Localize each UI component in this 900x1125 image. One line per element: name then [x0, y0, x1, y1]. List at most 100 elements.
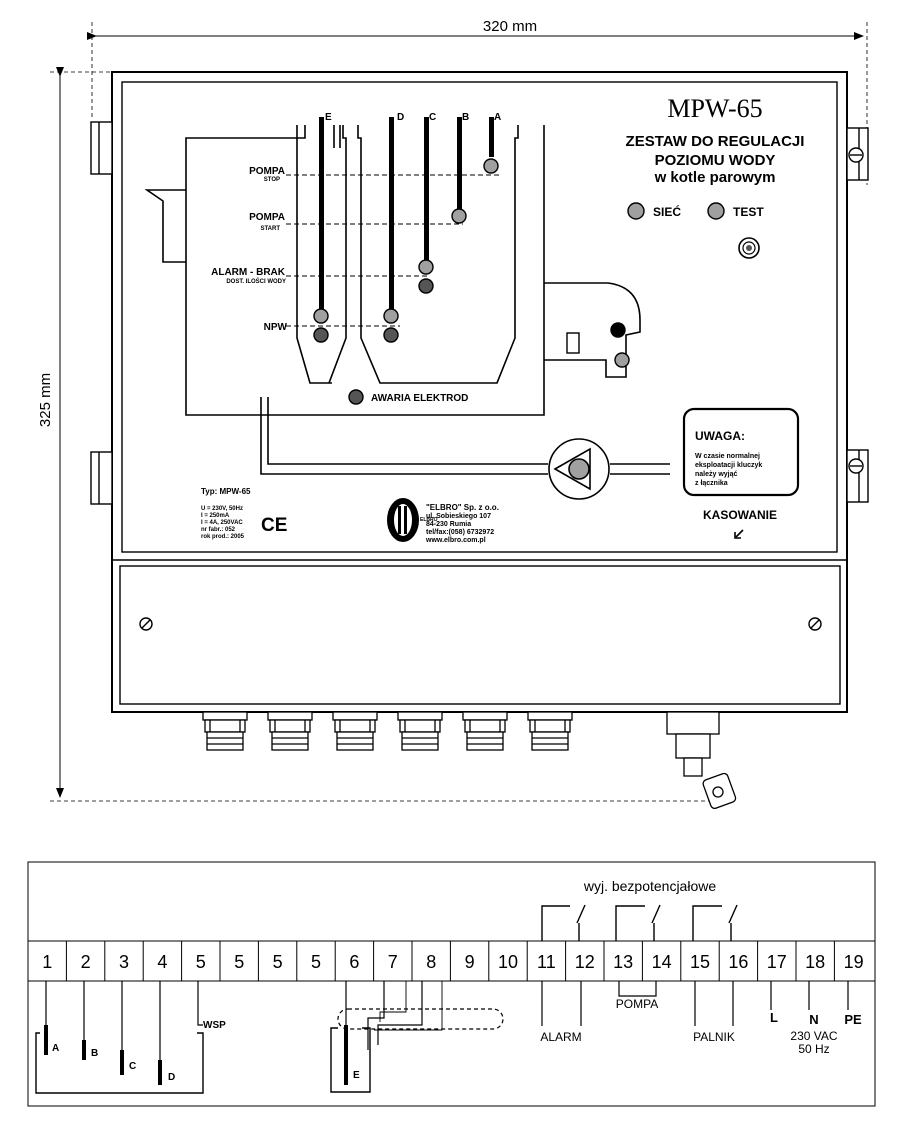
subtitle-line-1: ZESTAW DO REGULACJI	[626, 133, 805, 150]
wire-label-a: A	[52, 1043, 59, 1054]
wire-label-b: B	[91, 1048, 98, 1059]
level-pompa-start-1: POMPA	[249, 212, 285, 223]
terminal-strip	[27, 861, 876, 1107]
ce-mark: CE	[261, 515, 287, 536]
height-dimension: 325 mm	[37, 373, 54, 427]
terminal-number: 10	[498, 952, 518, 972]
level-pompa-start-2: START	[260, 226, 280, 232]
electrode-label-b: B	[462, 112, 469, 123]
company-line-5: www.elbro.com.pl	[425, 537, 486, 544]
output-alarm: ALARM	[540, 1030, 581, 1044]
company-line-4: tel/fax:(058) 6732972	[426, 529, 494, 536]
typ-line-1: Typ: MPW-65	[201, 487, 251, 496]
electrode-label-c: C	[429, 112, 436, 123]
siec-indicator-icon	[627, 202, 645, 220]
terminal-number: 5	[234, 952, 244, 972]
terminal-number: 13	[613, 952, 633, 972]
pump-icon	[548, 438, 610, 500]
elbro-logo-icon: ELBRO	[387, 498, 438, 542]
device-title: MPW-65	[667, 94, 762, 123]
electrode-tips	[313, 158, 630, 368]
terminal-number: 5	[196, 952, 206, 972]
level-alarm-2: DOST. ILOŚCI WODY	[226, 278, 286, 285]
terminal-number: 16	[728, 952, 748, 972]
company-line-2: ul. Sobieskiego 107	[426, 513, 491, 520]
terminal-header: wyj. bezpotencjałowe	[583, 878, 717, 894]
terminal-number: 14	[652, 952, 672, 972]
power-voltage: 230 VAC	[790, 1029, 837, 1043]
company-line-1: "ELBRO" Sp. z o.o.	[426, 503, 499, 512]
terminal-number: 2	[81, 952, 91, 972]
screw-icon	[139, 147, 864, 631]
svg-text:ELBRO: ELBRO	[420, 517, 438, 523]
terminal-number: 5	[311, 952, 321, 972]
siec-label: SIEĆ	[653, 204, 681, 219]
power-pe: PE	[844, 1012, 862, 1027]
test-indicator-icon	[707, 202, 725, 220]
typ-line-4: I = 4A, 250VAC	[201, 520, 243, 526]
output-pompa: POMPA	[616, 997, 658, 1011]
typ-line-2: U = 230V, 50Hz	[201, 506, 243, 512]
level-pompa-stop-2: STOP	[264, 177, 280, 183]
wire-label-wsp: WSP	[203, 1020, 226, 1031]
electrode-label-d: D	[397, 112, 404, 123]
subtitle-line-2: POZIOMU WODY	[655, 152, 776, 169]
typ-line-5: nr fabr.: 052	[201, 527, 236, 533]
uwaga-text-1: W czasie normalnej	[695, 453, 760, 460]
terminal-number: 19	[844, 952, 864, 972]
terminal-number: 6	[349, 952, 359, 972]
typ-line-6: rok prod.: 2005	[201, 534, 245, 540]
uwaga-text-3: należy wyjąć	[695, 471, 738, 478]
wire-label-d: D	[168, 1072, 175, 1083]
terminal-number: 8	[426, 952, 436, 972]
electrode-label-a: A	[494, 112, 501, 123]
boiler-schematic	[144, 125, 670, 475]
electrode-rods	[319, 117, 494, 315]
power-l: L	[770, 1010, 778, 1025]
electrode-wiring	[35, 981, 443, 1094]
terminal-number: 17	[767, 952, 787, 972]
awaria-label: AWARIA ELEKTROD	[371, 393, 468, 404]
kasowanie-switch[interactable]	[734, 529, 744, 539]
terminal-number: 5	[273, 952, 283, 972]
subtitle-line-3: w kotle parowym	[654, 169, 776, 186]
level-npw: NPW	[264, 322, 288, 333]
wire-label-c: C	[129, 1061, 136, 1072]
level-alarm-1: ALARM - BRAK	[211, 267, 286, 278]
level-pompa-stop-1: POMPA	[249, 166, 285, 177]
power-frequency: 50 Hz	[798, 1042, 829, 1056]
test-button[interactable]	[738, 237, 760, 259]
cable-glands	[202, 711, 573, 751]
relay-contacts	[541, 904, 738, 941]
company-line-3: 84-230 Rumia	[426, 521, 471, 528]
kasowanie-label: KASOWANIE	[703, 508, 777, 522]
electrode-label-e: E	[325, 112, 332, 123]
power-n: N	[809, 1012, 818, 1027]
terminal-number: 12	[575, 952, 595, 972]
uwaga-box	[682, 407, 800, 497]
terminal-number: 1	[42, 952, 52, 972]
terminal-number: 11	[537, 952, 556, 972]
wire-label-e: E	[353, 1070, 360, 1081]
mounting-brackets	[90, 121, 869, 505]
test-label: TEST	[733, 205, 764, 219]
terminal-number: 4	[157, 952, 167, 972]
uwaga-text-2: eksploatacji kluczyk	[695, 462, 762, 469]
terminal-number: 9	[465, 952, 475, 972]
shield-dashed	[337, 1008, 504, 1030]
electrode-bars	[44, 1025, 348, 1085]
width-dimension: 320 mm	[483, 18, 537, 35]
uwaga-title: UWAGA:	[695, 429, 745, 443]
output-wires	[541, 981, 849, 1026]
typ-line-3: I = 250mA	[201, 513, 230, 519]
terminal-number: 15	[690, 952, 710, 972]
output-palnik: PALNIK	[693, 1030, 735, 1044]
terminal-number: 18	[805, 952, 825, 972]
terminal-number: 7	[388, 952, 398, 972]
key-switch[interactable]	[666, 711, 737, 810]
awaria-indicator-icon	[348, 389, 364, 405]
uwaga-text-4: z łącznika	[695, 480, 728, 487]
terminal-number: 3	[119, 952, 129, 972]
